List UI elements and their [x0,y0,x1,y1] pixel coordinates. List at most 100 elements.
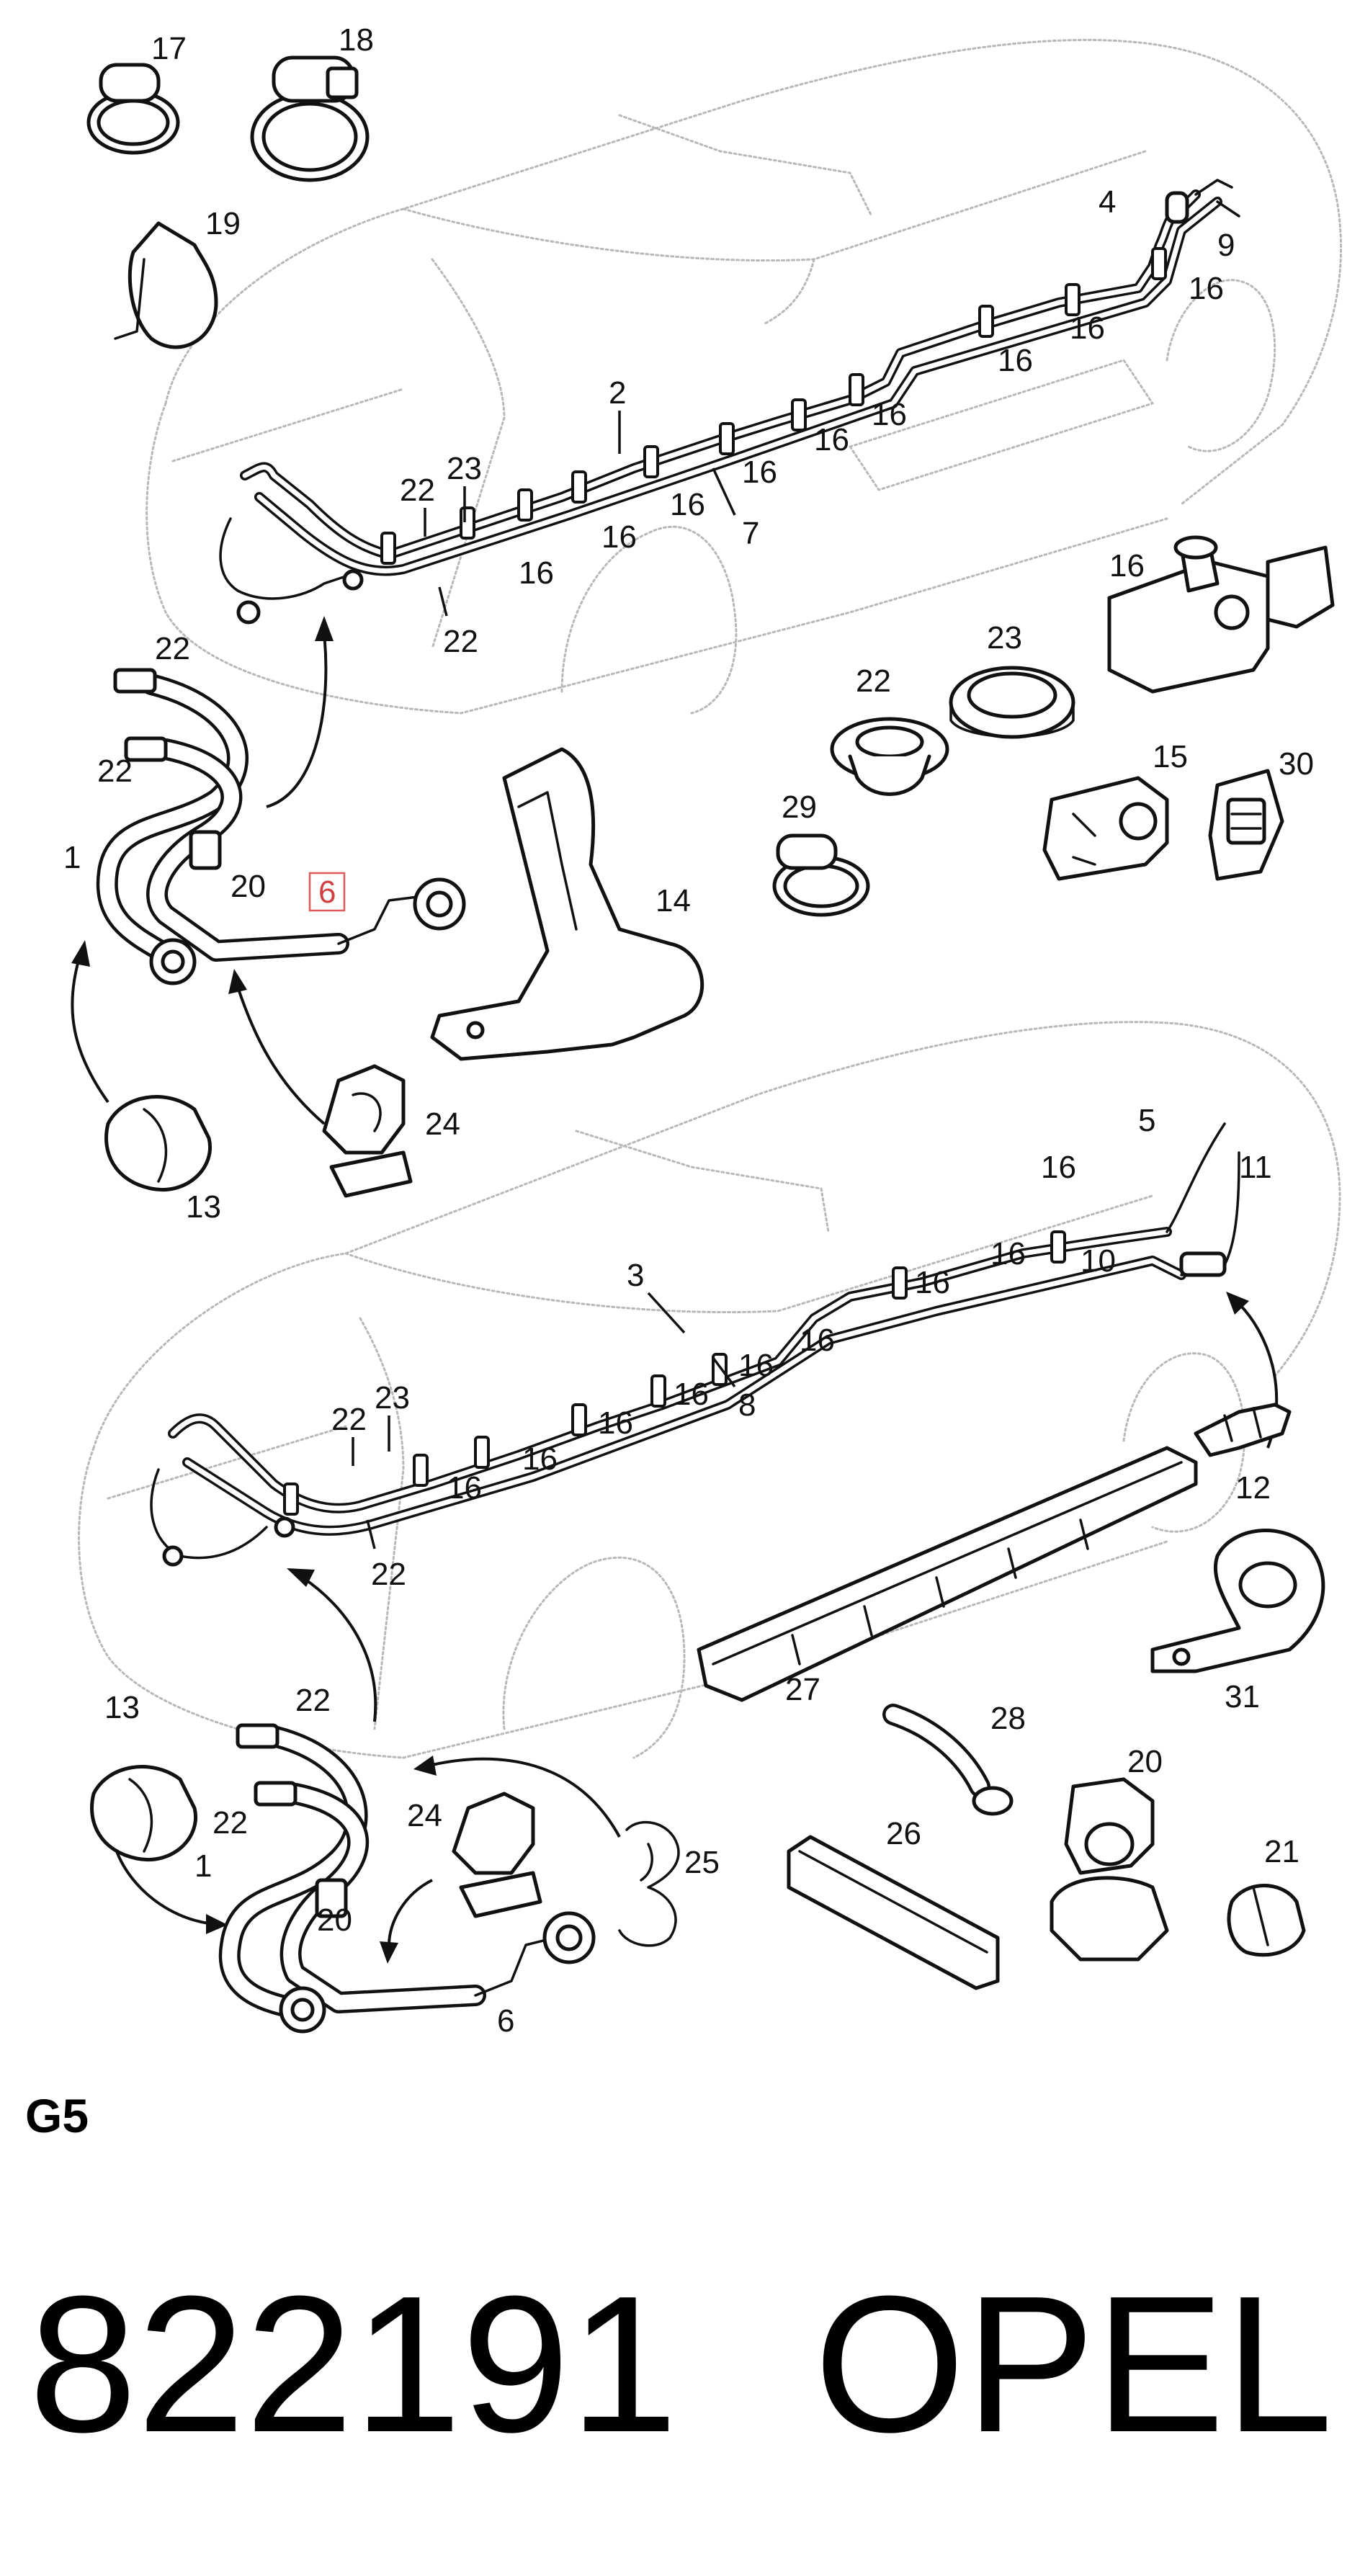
callout-16-t6: 16 [742,455,777,490]
callout-12: 12 [1235,1470,1271,1506]
clip-25 [618,1820,680,1947]
callout-16-b3: 16 [915,1265,950,1300]
callout-20-b1: 20 [317,1902,352,1938]
callout-13-b: 13 [104,1690,140,1725]
callout-16-t7: 16 [670,487,705,522]
callout-16-b9: 16 [447,1470,482,1506]
callout-23-b: 23 [375,1380,410,1416]
car-outline-bottom [78,1021,1341,1759]
callout-4: 4 [1099,184,1116,220]
callout-22-hose2: 22 [97,753,133,789]
callout-23-t: 23 [447,451,482,486]
brake-hose-assembly-bottom [218,1723,596,2034]
callout-29: 29 [782,790,817,825]
clip-21 [1227,1884,1306,1957]
callout-1-b: 1 [194,1848,212,1884]
callout-28: 28 [990,1701,1026,1736]
callout-6-t: 6 [318,875,336,910]
grommet-22 [830,717,949,796]
callout-16-b4: 16 [800,1323,835,1358]
hose-28 [882,1704,1014,1816]
callout-31: 31 [1225,1679,1260,1714]
part-number: 822191 [29,2256,678,2473]
callout-15: 15 [1153,739,1188,774]
seal-strip-26 [787,1835,1000,1990]
p-clip-31 [1150,1529,1325,1673]
clamp-holder-16 [1107,535,1335,694]
callout-16-b5: 16 [738,1348,774,1383]
callout-5: 5 [1138,1103,1155,1138]
callout-16-t2: 16 [1070,310,1105,346]
callout-16-b8: 16 [522,1441,558,1477]
callout-11: 11 [1239,1150,1272,1185]
callout-25: 25 [684,1845,720,1880]
callout-8: 8 [738,1387,756,1423]
callout-18: 18 [339,22,374,58]
callout-16-t5: 16 [814,422,849,457]
callout-23-part: 23 [987,620,1022,656]
callout-21: 21 [1264,1834,1299,1869]
callout-16-part: 16 [1109,548,1145,583]
callout-26: 26 [886,1816,921,1851]
clip-30 [1208,769,1284,881]
group-code: G5 [25,2089,89,2142]
callout-19: 19 [205,206,241,241]
clip-15 [1042,776,1169,881]
callout-16-b6: 16 [674,1377,709,1412]
callout-22-part: 22 [856,663,891,699]
callout-2: 2 [609,375,626,411]
callout-17: 17 [151,31,187,66]
callout-16-t4: 16 [872,397,907,432]
brand-name: OPEL [814,2256,1333,2473]
callout-16-b1: 16 [1041,1150,1076,1185]
callout-16-b7: 16 [598,1405,633,1441]
callout-22-t: 22 [400,473,435,508]
callout-22-hose1: 22 [155,631,190,666]
clip-24-bottom [452,1792,542,1918]
rail-27 [697,1446,1198,1702]
spring-clip-19 [114,221,218,349]
brake-pipe-run-top [219,179,1240,625]
brake-pipe-run-bottom [150,1122,1240,1567]
pipe-clips-bottom [283,1230,1066,1516]
callout-22-hose3: 22 [295,1683,331,1718]
callout-20-b2: 20 [1127,1744,1163,1779]
callout-9: 9 [1217,228,1235,263]
callout-6-highlight [308,872,346,912]
callout-16-b2: 16 [990,1236,1026,1271]
hose-clamp-29 [772,833,870,917]
callout-24-b: 24 [407,1798,442,1833]
callout-16-t3: 16 [998,343,1033,378]
connector-12 [1194,1403,1292,1457]
callout-20-t: 20 [231,869,266,904]
callout-16-t9: 16 [519,555,554,591]
clip-13-bottom [90,1765,197,1861]
bracket-14 [430,747,704,1061]
clip-24-top [322,1064,413,1198]
hose-clamp-18 [250,55,370,182]
callout-24-t: 24 [425,1106,460,1142]
arrows-top [71,616,334,1125]
callout-22-b2: 22 [371,1557,406,1592]
callout-10: 10 [1081,1243,1116,1279]
callout-16-t8: 16 [601,519,637,555]
callout-16-t1: 16 [1189,271,1224,306]
car-outline-top [146,39,1343,715]
callout-22-hose4: 22 [212,1805,248,1841]
clip-20-bottom [1050,1777,1169,1962]
grommet-23 [949,666,1075,739]
callout-27: 27 [785,1672,820,1707]
callout-30: 30 [1279,746,1314,782]
callouts-bottom: 5 11 16 16 10 16 3 16 16 16 8 16 23 22 1… [104,1103,1299,2039]
clip-13-top [104,1095,212,1191]
callout-6-b: 6 [497,2003,514,2039]
callouts-top: 17 18 19 4 9 16 16 16 2 16 16 16 23 22 1… [63,22,1314,1225]
hose-clamp-17 [86,63,180,155]
callout-14: 14 [656,883,691,918]
brake-hose-assembly-top [96,668,466,985]
callout-22-b: 22 [331,1402,367,1437]
callout-1-t: 1 [63,840,81,875]
callout-13-t: 13 [186,1189,221,1225]
callout-7: 7 [742,516,759,551]
